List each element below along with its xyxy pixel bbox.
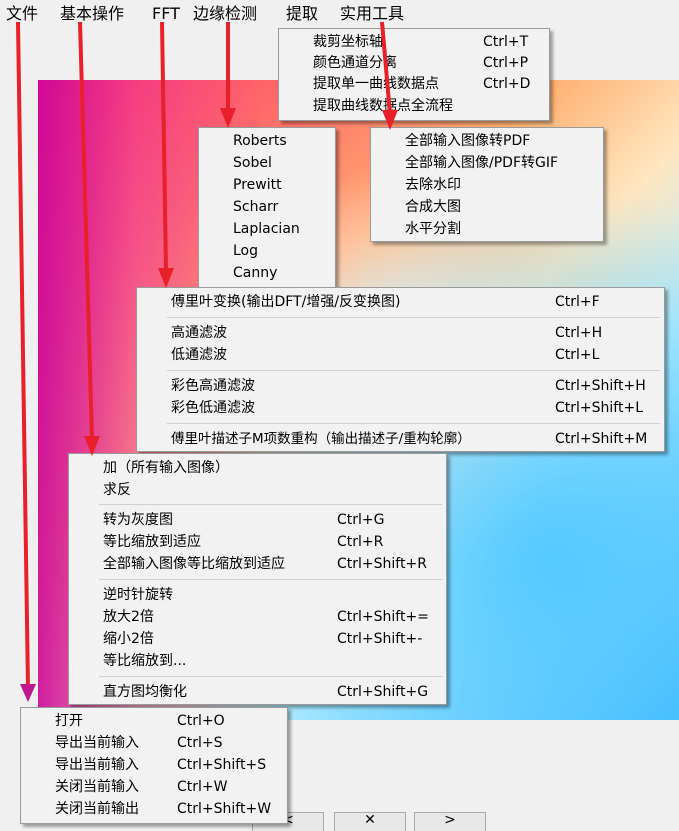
menu-item-zoom-out[interactable]: 缩小2倍 xyxy=(103,631,154,647)
menu-item-merge-image[interactable]: 合成大图 xyxy=(405,199,461,215)
menu-item-fit[interactable]: 等比缩放到适应 xyxy=(103,534,201,550)
menu-item-sobel[interactable]: Sobel xyxy=(233,155,272,171)
menu-item-scale-to[interactable]: 等比缩放到... xyxy=(103,653,187,669)
menu-basic[interactable]: 基本操作 xyxy=(60,4,125,23)
arrowhead-file-icon xyxy=(20,684,36,702)
menu-file[interactable]: 文件 xyxy=(6,4,39,23)
menu-item-prewitt[interactable]: Prewitt xyxy=(233,177,282,193)
menu-item-remove-watermark[interactable]: 去除水印 xyxy=(405,177,461,193)
menu-item-color-highpass[interactable]: 彩色高通滤波 xyxy=(171,378,255,394)
menu-item-roberts[interactable]: Roberts xyxy=(233,133,287,149)
menu-item-fourier-descriptor[interactable]: 傅里叶描述子M项数重构（输出描述子/重构轮廓） xyxy=(171,431,471,447)
menu-item-close-input[interactable]: 关闭当前输入 xyxy=(55,779,139,795)
shortcut: Ctrl+Shift+R xyxy=(337,556,427,572)
shortcut: Ctrl+Shift+W xyxy=(177,801,272,817)
shortcut: Ctrl+Shift+M xyxy=(555,431,648,447)
menu-item-open[interactable]: 打开 xyxy=(55,713,83,729)
shortcut: Ctrl+Shift+L xyxy=(555,400,643,416)
menu-item-export-input[interactable]: 导出当前输入 xyxy=(55,735,139,751)
menu-item-scharr[interactable]: Scharr xyxy=(233,199,279,215)
menu-edge[interactable]: 边缘检测 xyxy=(193,4,258,23)
menubar: 文件 基本操作 FFT 边缘检测 提取 实用工具 xyxy=(0,0,679,28)
shortcut: Ctrl+R xyxy=(337,534,384,550)
shortcut: Ctrl+D xyxy=(483,76,531,92)
menu-item-export-input-2[interactable]: 导出当前输入 xyxy=(55,757,139,773)
shortcut: Ctrl+T xyxy=(483,34,529,50)
menu-item-extract-curve-full[interactable]: 提取曲线数据点全流程 xyxy=(313,98,453,114)
shortcut: Ctrl+S xyxy=(177,735,223,751)
menu-fft[interactable]: FFT xyxy=(152,4,180,23)
tools-dropdown: 全部输入图像转PDF 全部输入图像/PDF转GIF 去除水印 合成大图 水平分割 xyxy=(370,127,604,242)
shortcut: Ctrl+Shift+G xyxy=(337,684,429,700)
next-button[interactable]: > xyxy=(414,812,486,831)
shortcut: Ctrl+G xyxy=(337,512,385,528)
shortcut: Ctrl+F xyxy=(555,294,600,310)
menu-item-histogram-eq[interactable]: 直方图均衡化 xyxy=(103,684,187,700)
menu-item-canny[interactable]: Canny xyxy=(233,265,278,281)
menu-item-close-output[interactable]: 关闭当前输出 xyxy=(55,801,139,817)
separator xyxy=(99,504,442,505)
menu-item-to-pdf[interactable]: 全部输入图像转PDF xyxy=(405,133,531,149)
separator xyxy=(167,317,660,318)
menu-item-fourier-transform[interactable]: 傅里叶变换(输出DFT/增强/反变换图) xyxy=(171,294,401,310)
menu-extract[interactable]: 提取 xyxy=(286,4,319,23)
shortcut: Ctrl+Shift+- xyxy=(337,631,423,647)
shortcut: Ctrl+O xyxy=(177,713,225,729)
menu-item-zoom-in[interactable]: 放大2倍 xyxy=(103,609,154,625)
separator xyxy=(99,676,442,677)
arrow-file xyxy=(16,21,30,689)
extract-dropdown: 裁剪坐标轴 Ctrl+T 颜色通道分离 Ctrl+P 提取单一曲线数据点 Ctr… xyxy=(278,28,550,121)
menu-item-color-lowpass[interactable]: 彩色低通滤波 xyxy=(171,400,255,416)
separator xyxy=(99,579,442,580)
shortcut: Ctrl+P xyxy=(483,55,529,71)
menu-item-invert[interactable]: 求反 xyxy=(103,482,131,498)
basic-dropdown: 加（所有输入图像） 求反 转为灰度图 Ctrl+G 等比缩放到适应 Ctrl+R… xyxy=(68,453,447,705)
file-dropdown: 打开 Ctrl+O 导出当前输入 Ctrl+S 导出当前输入 Ctrl+Shif… xyxy=(20,707,288,824)
close-button[interactable]: ✕ xyxy=(334,812,406,831)
shortcut: Ctrl+H xyxy=(555,325,603,341)
menu-tools[interactable]: 实用工具 xyxy=(340,4,405,23)
menu-item-log[interactable]: Log xyxy=(233,243,259,259)
menu-item-crop-axis[interactable]: 裁剪坐标轴 xyxy=(313,34,383,50)
separator xyxy=(167,423,660,424)
menu-item-rotate-ccw[interactable]: 逆时针旋转 xyxy=(103,587,173,603)
shortcut: Ctrl+Shift+H xyxy=(555,378,646,394)
menu-item-highpass[interactable]: 高通滤波 xyxy=(171,325,227,341)
shortcut: Ctrl+L xyxy=(555,347,600,363)
menu-item-lowpass[interactable]: 低通滤波 xyxy=(171,347,227,363)
edge-dropdown: Roberts Sobel Prewitt Scharr Laplacian L… xyxy=(198,127,336,289)
menu-item-to-gif[interactable]: 全部输入图像/PDF转GIF xyxy=(405,155,559,171)
menu-item-extract-single-curve[interactable]: 提取单一曲线数据点 xyxy=(313,76,439,92)
shortcut: Ctrl+Shift+= xyxy=(337,609,429,625)
shortcut: Ctrl+W xyxy=(177,779,228,795)
menu-item-grayscale[interactable]: 转为灰度图 xyxy=(103,512,173,528)
menu-item-channel-split[interactable]: 颜色通道分离 xyxy=(313,55,397,71)
separator xyxy=(167,370,660,371)
menu-item-add-all[interactable]: 加（所有输入图像） xyxy=(103,460,229,476)
fft-dropdown: 傅里叶变换(输出DFT/增强/反变换图) Ctrl+F 高通滤波 Ctrl+H … xyxy=(136,287,665,452)
menu-item-fit-all[interactable]: 全部输入图像等比缩放到适应 xyxy=(103,556,285,572)
menu-item-laplacian[interactable]: Laplacian xyxy=(233,221,300,237)
menu-item-horizontal-split[interactable]: 水平分割 xyxy=(405,221,461,237)
shortcut: Ctrl+Shift+S xyxy=(177,757,267,773)
